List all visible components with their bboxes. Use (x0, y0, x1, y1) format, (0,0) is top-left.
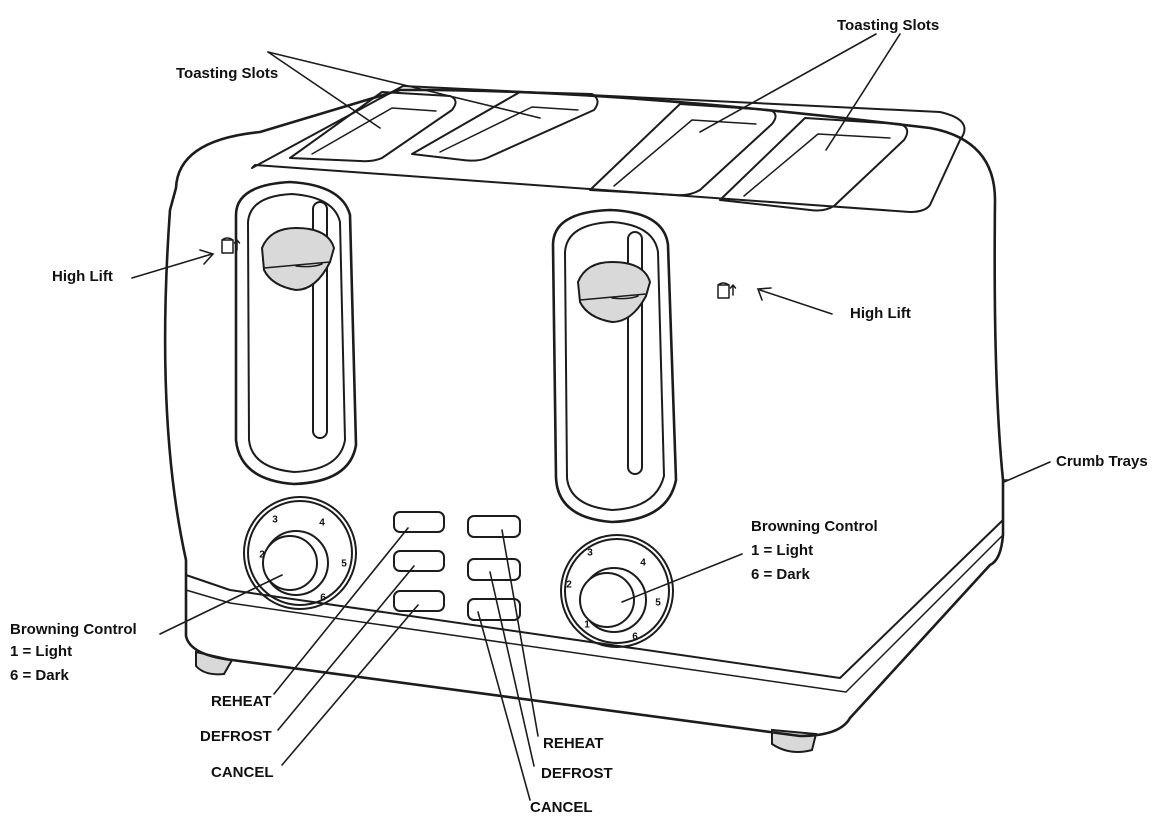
function-buttons-right (467, 515, 521, 621)
leader-cancel-right (477, 611, 531, 801)
function-buttons-left (393, 511, 445, 612)
label-reheat-right: REHEAT (543, 735, 604, 752)
arrowhead-high-lift-right (756, 287, 772, 301)
dial-right-number: 5 (655, 598, 661, 609)
label-cancel-right: CANCEL (530, 799, 593, 816)
dial-right-number: 4 (640, 558, 646, 569)
dial-left-number: 2 (259, 550, 265, 561)
label-defrost-left: DEFROST (200, 728, 272, 745)
top-panel (251, 85, 966, 213)
lever-housing-left-inner (247, 193, 346, 473)
foot-left (195, 650, 234, 676)
slot-4 (719, 117, 909, 212)
lever-knob-right[interactable] (576, 260, 652, 324)
label-high-lift-right: High Lift (850, 305, 911, 322)
dial-left-knob[interactable] (262, 535, 318, 591)
lever-housing-right (551, 208, 678, 524)
label-crumb-trays: Crumb Trays (1056, 453, 1148, 470)
dial-right-knob[interactable] (579, 572, 635, 628)
reheat-button-right[interactable] (467, 515, 521, 538)
leader-lines (131, 33, 1051, 801)
slot-3 (589, 103, 777, 197)
dial-right-bezel (560, 534, 674, 648)
leader-defrost-right (489, 571, 535, 767)
label-browning-left-line2: 6 = Dark (10, 667, 69, 684)
cancel-button-right[interactable] (467, 598, 521, 621)
lever-housing-left-outer (234, 180, 358, 486)
label-toasting-slots-right: Toasting Slots (837, 17, 939, 34)
leader-reheat-left (273, 527, 409, 695)
lever-knob-left-detail (295, 263, 323, 268)
body-outline (163, 88, 1005, 738)
dial-right-number: 6 (632, 632, 638, 643)
label-cancel-left: CANCEL (211, 764, 274, 781)
leader-browning-left (159, 574, 283, 635)
lever-housing-right-outer (551, 208, 678, 524)
dial-left-bezel (243, 496, 357, 610)
label-browning-right-title: Browning Control (751, 518, 878, 535)
browning-dial-left: 2 3 4 5 6 (243, 496, 357, 610)
dial-left-number: 5 (341, 559, 347, 570)
label-toasting-slots-left: Toasting Slots (176, 65, 278, 82)
defrost-button-right[interactable] (467, 558, 521, 581)
leader-high-lift-right (759, 289, 833, 315)
leader-high-lift-left (131, 253, 213, 279)
label-browning-right-line2: 6 = Dark (751, 566, 810, 583)
leader-reheat-right (501, 529, 539, 737)
leader-toasting-left-b (267, 51, 541, 119)
lever-housing-right-inner (564, 221, 665, 511)
dial-right-bezel-inner (564, 538, 670, 644)
slot-2-inner (439, 106, 579, 153)
cancel-button-left[interactable] (393, 590, 445, 612)
leader-crumb-trays (1003, 461, 1051, 483)
slot-4-inner (743, 133, 891, 197)
body-plinth-line-2 (185, 534, 1004, 693)
bread-lift-icon (717, 282, 737, 299)
label-reheat-left: REHEAT (211, 693, 272, 710)
dial-left-bezel-inner (247, 500, 353, 606)
label-defrost-right: DEFROST (541, 765, 613, 782)
toaster-top (251, 85, 966, 213)
slot-2 (411, 91, 599, 162)
lever-knob-right-detail (611, 295, 639, 300)
leader-toasting-right-b (825, 33, 901, 151)
leader-toasting-right-a (699, 33, 877, 133)
defrost-button-left[interactable] (393, 550, 445, 572)
label-browning-left-line1: 1 = Light (10, 643, 72, 660)
label-browning-left-title: Browning Control (10, 621, 137, 638)
dial-left-number: 3 (272, 515, 278, 526)
leader-defrost-left (277, 565, 415, 731)
slot-3-inner (613, 119, 757, 187)
dial-left-number: 4 (319, 518, 325, 529)
bread-lift-icon (221, 237, 241, 254)
dial-right-number: 1 (584, 620, 590, 631)
body-plinth-line (185, 519, 1004, 679)
lever-knob-left-edge (263, 261, 331, 269)
lever-knob-right-edge (579, 293, 647, 301)
callout-labels: Toasting Slots Toasting Slots High Lift … (10, 17, 1148, 816)
browning-dial-right: 1 2 3 4 5 6 (560, 534, 674, 648)
dial-right-number: 3 (587, 548, 593, 559)
dial-right-number: 2 (566, 580, 572, 591)
label-high-lift-left: High Lift (52, 268, 113, 285)
lever-housing-left (234, 180, 358, 486)
reheat-button-left[interactable] (393, 511, 445, 533)
label-browning-right-line1: 1 = Light (751, 542, 813, 559)
leader-toasting-left-a (267, 51, 381, 129)
dial-left-number: 6 (320, 593, 326, 604)
leader-cancel-left (281, 604, 419, 766)
arrowhead-high-lift-left (199, 249, 215, 265)
slot-1-inner (311, 107, 437, 155)
leader-browning-right (621, 553, 743, 603)
